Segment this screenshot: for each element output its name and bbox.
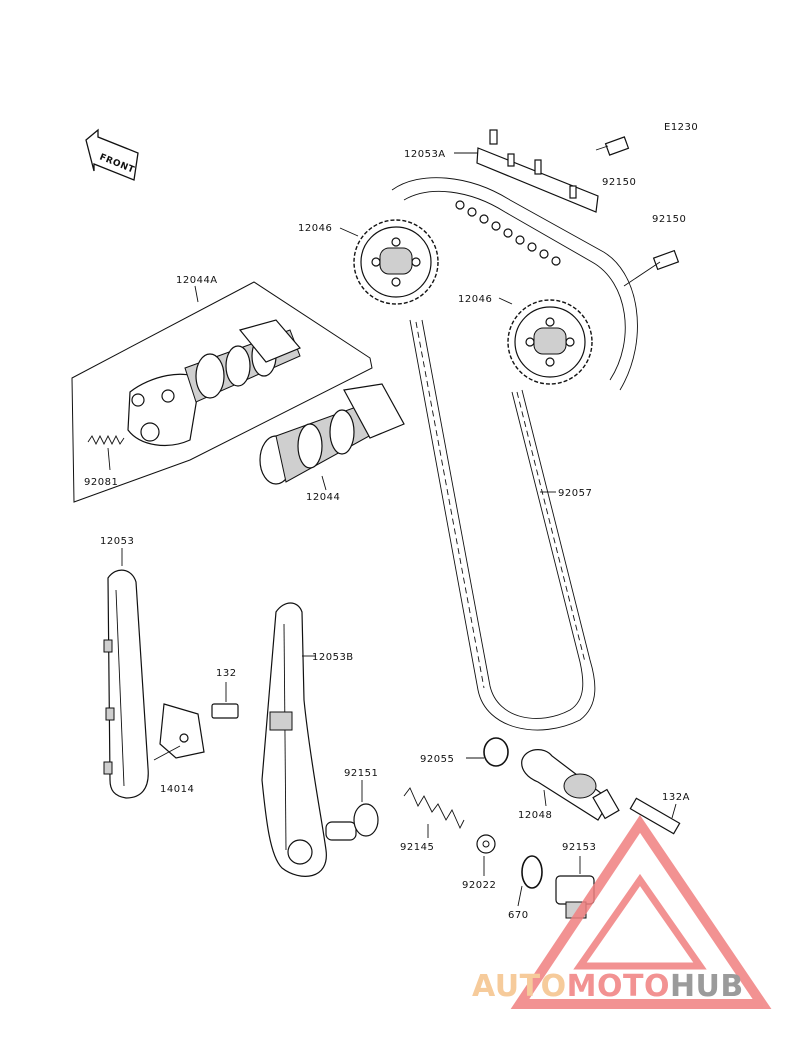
bolt-92150-lower xyxy=(623,249,680,287)
label-92150-upper: 92150 xyxy=(602,177,636,188)
camshaft-12044 xyxy=(259,383,405,491)
watermark-auto: AUTO xyxy=(472,969,567,1004)
part-labels: 12053A 92150 92150 12046 12046 12044A 92… xyxy=(84,149,690,921)
label-12044A: 12044A xyxy=(176,275,218,286)
label-92150-lower: 92150 xyxy=(652,214,686,225)
washer-92022 xyxy=(476,834,496,876)
label-92057: 92057 xyxy=(558,488,592,499)
label-92055: 92055 xyxy=(420,754,454,765)
label-92145: 92145 xyxy=(400,842,434,853)
chain-guide-12053B xyxy=(261,602,327,877)
watermark-hub: HUB xyxy=(670,969,744,1004)
sprocket-upper xyxy=(339,219,439,305)
warning-triangle-icon xyxy=(510,815,772,1009)
bolt-92150-upper xyxy=(595,136,630,156)
chain-guide-12053 xyxy=(103,548,149,799)
label-132: 132 xyxy=(216,668,237,679)
ref-code: E1230 xyxy=(664,122,698,133)
label-12048: 12048 xyxy=(518,810,552,821)
plate-14014 xyxy=(153,703,205,761)
o-ring-92055 xyxy=(466,737,509,767)
watermark-logo: AUTOMOTOHUB xyxy=(472,815,772,1009)
svg-text:AUTOMOTOHUB: AUTOMOTOHUB xyxy=(472,969,744,1004)
sprocket-lower xyxy=(498,297,593,385)
label-12053: 12053 xyxy=(100,536,134,547)
label-92022: 92022 xyxy=(462,880,496,891)
front-arrow-icon: FRONT xyxy=(85,128,139,181)
label-14014: 14014 xyxy=(160,784,194,795)
label-12046-upper: 12046 xyxy=(298,223,332,234)
label-12053A: 12053A xyxy=(404,149,446,160)
pin-92151 xyxy=(325,780,379,841)
label-92153: 92153 xyxy=(562,842,596,853)
tensioner-12048 xyxy=(521,749,620,821)
spring-92145 xyxy=(403,787,465,838)
spring-92081 xyxy=(87,434,125,471)
label-12053B: 12053B xyxy=(312,652,354,663)
label-12044: 12044 xyxy=(306,492,340,503)
chain-guide-upper xyxy=(454,129,599,213)
bolt-132 xyxy=(211,682,239,719)
camshaft-12044A xyxy=(127,319,301,447)
bolt-132A xyxy=(629,797,681,835)
label-92151: 92151 xyxy=(344,768,378,779)
label-12046-lower: 12046 xyxy=(458,294,492,305)
camshaft-assembly-box xyxy=(71,281,405,503)
label-670: 670 xyxy=(508,910,529,921)
timing-chain xyxy=(391,177,638,731)
label-132A: 132A xyxy=(662,792,690,803)
o-ring-670 xyxy=(517,855,543,907)
label-92081: 92081 xyxy=(84,477,118,488)
watermark-moto: MOTO xyxy=(567,969,670,1004)
